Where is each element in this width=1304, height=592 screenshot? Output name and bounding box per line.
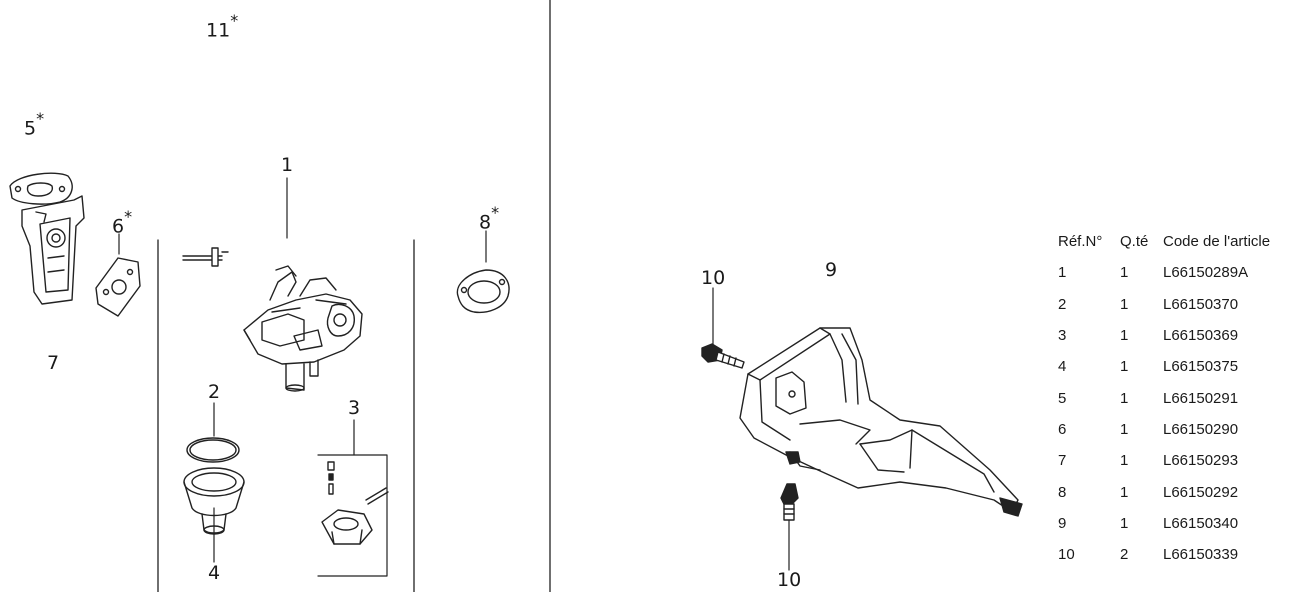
parts-list-table: Réf.N° Q.té Code de l'article 1 1 L66150… [1058,226,1293,570]
callout-asterisk: * [36,109,45,128]
header-code: Code de l'article [1163,233,1271,251]
cell-ref: 6 [1058,420,1067,438]
callout-number: 11 [206,19,231,42]
choke-pin-part [182,247,229,267]
cell-qty: 1 [1120,358,1129,376]
cell-ref: 2 [1058,295,1067,313]
header-ref: Réf.N° [1058,233,1103,251]
cell-ref: 8 [1058,483,1067,501]
cell-code: L66150290 [1163,420,1239,438]
table-row: 3 1 L66150369 [1058,320,1293,351]
callout-9: 9 [825,261,837,280]
table-row: 6 1 L66150290 [1058,414,1293,445]
cell-ref: 4 [1058,358,1067,376]
cell-qty: 1 [1120,295,1129,313]
callout-5: 5* [24,111,44,140]
callout-number: 10 [701,267,726,289]
cell-qty: 1 [1120,483,1129,501]
leader-lines [118,177,790,577]
air-filter-gasket-part [456,269,510,314]
cell-ref: 9 [1058,514,1067,532]
carburetor-gasket-part [9,172,73,205]
cell-qty: 1 [1120,452,1129,470]
callout-6: 6* [112,209,132,238]
section-divider-lines [157,0,551,592]
table-row: 4 1 L66150375 [1058,351,1293,382]
cell-qty: 2 [1120,546,1129,564]
table-row: 5 1 L66150291 [1058,382,1293,413]
table-row: 2 1 L66150370 [1058,289,1293,320]
table-row: 8 1 L66150292 [1058,476,1293,507]
cell-ref: 5 [1058,389,1067,407]
cell-code: L66150293 [1163,452,1239,470]
callout-8: 8* [479,205,499,234]
callout-2: 2 [208,383,220,402]
float-bowl-part [183,467,245,535]
cell-code: L66150340 [1163,514,1239,532]
callout-asterisk: * [491,203,500,222]
callout-number: 5 [24,117,37,140]
cell-qty: 1 [1120,264,1129,282]
table-row: 9 1 L66150340 [1058,508,1293,539]
insulator-gasket-part [95,257,141,317]
cell-qty: 1 [1120,514,1129,532]
cell-ref: 7 [1058,452,1067,470]
base-screw-part [701,343,799,521]
callout-asterisk: * [124,207,133,226]
callout-number: 1 [281,154,294,176]
table-row: 10 2 L66150339 [1058,539,1293,570]
header-qty: Q.té [1120,233,1149,251]
cell-code: L66150370 [1163,295,1239,313]
callout-number: 4 [208,562,221,584]
callout-10-top: 10 [701,269,725,288]
callout-10-bottom: 10 [777,571,801,590]
bowl-gasket-part [186,437,240,463]
table-row: 7 1 L66150293 [1058,445,1293,476]
cell-code: L66150289A [1163,264,1249,282]
carburetor-part [243,265,363,392]
callout-number: 7 [47,352,60,374]
callout-number: 10 [777,569,802,591]
callout-11: 11* [206,13,238,42]
cell-qty: 1 [1120,389,1129,407]
callout-3: 3 [348,399,360,418]
cell-ref: 1 [1058,264,1067,282]
callout-number: 9 [825,259,838,281]
cell-ref: 10 [1058,546,1075,564]
air-filter-base-part [739,327,1023,517]
cell-code: L66150291 [1163,389,1239,407]
callout-asterisk: * [230,11,239,30]
callout-number: 2 [208,381,221,403]
mounting-bracket-part [21,195,85,305]
callout-7: 7 [47,354,59,373]
cell-code: L66150339 [1163,546,1239,564]
float-kit-part [321,461,389,545]
cell-code: L66150369 [1163,327,1239,345]
callout-4: 4 [208,564,220,583]
cell-qty: 1 [1120,420,1129,438]
cell-qty: 1 [1120,327,1129,345]
cell-ref: 3 [1058,327,1067,345]
callout-number: 8 [479,211,492,234]
table-header-row: Réf.N° Q.té Code de l'article [1058,226,1293,257]
table-row: 1 1 L66150289A [1058,257,1293,288]
cell-code: L66150292 [1163,483,1239,501]
callout-number: 3 [348,397,361,419]
callout-1: 1 [281,156,293,175]
cell-code: L66150375 [1163,358,1239,376]
callout-number: 6 [112,215,125,238]
